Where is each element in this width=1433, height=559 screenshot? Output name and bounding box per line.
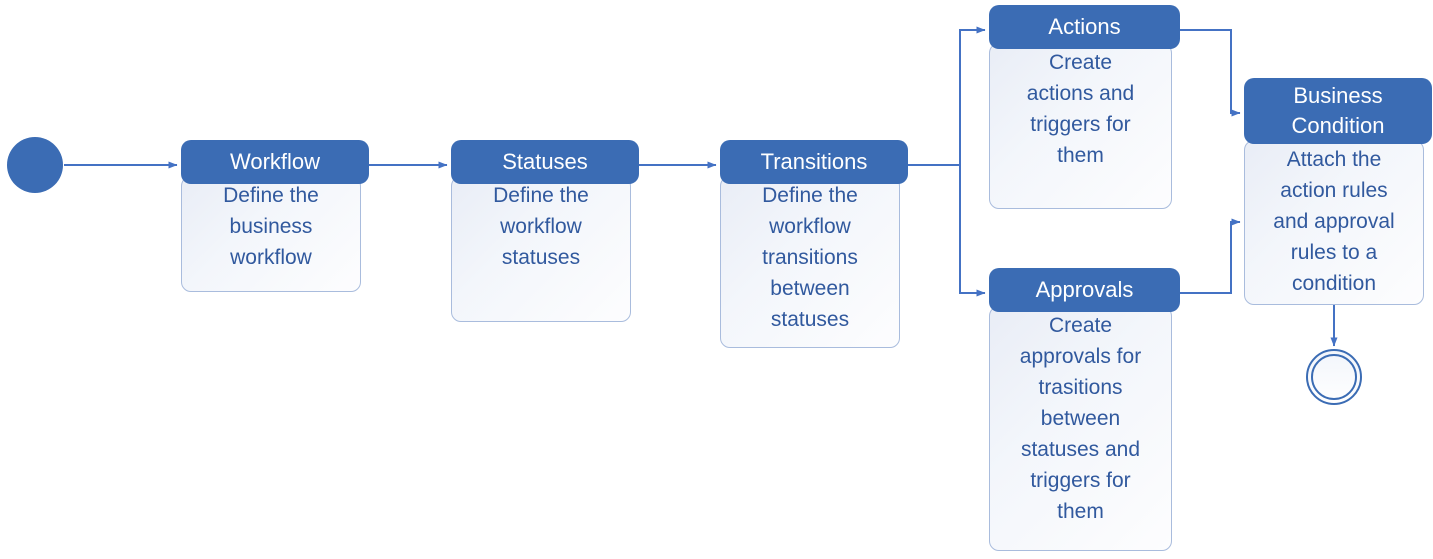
- node-transitions[interactable]: Define the workflow transitions between …: [720, 140, 908, 348]
- edge-actions-to-business-condition: [1172, 29, 1241, 117]
- start-node: [7, 137, 63, 193]
- node-actions-title: Actions: [1048, 14, 1121, 39]
- node-transitions-body: Define the workflow transitions between …: [720, 176, 900, 348]
- node-statuses-title: Statuses: [502, 149, 588, 174]
- node-actions-description: Create actions and triggers for them: [1026, 51, 1135, 167]
- node-workflow[interactable]: Define the business workflow Workflow: [181, 140, 369, 292]
- node-transitions-title: Transitions: [760, 149, 868, 174]
- edge-transitions-to-approvals: [959, 165, 986, 297]
- node-actions[interactable]: Create actions and triggers for them Act…: [989, 5, 1180, 209]
- node-approvals-body: Create approvals for trasitions between …: [989, 306, 1172, 551]
- node-business-condition-body: Attach the action rules and approval rul…: [1244, 140, 1424, 305]
- edge-approvals-to-business-condition: [1172, 218, 1241, 294]
- node-statuses-description: Define the workflow statuses: [493, 184, 589, 269]
- node-statuses-header[interactable]: Statuses: [451, 140, 639, 184]
- node-business-condition-description: Attach the action rules and approval rul…: [1273, 148, 1395, 295]
- node-workflow-title: Workflow: [229, 149, 321, 174]
- node-transitions-description: Define the workflow transitions between …: [762, 184, 858, 331]
- edge-transitions-to-actions: [959, 26, 986, 165]
- node-business-condition-header[interactable]: Business Condition: [1244, 78, 1432, 144]
- node-approvals-title: Approvals: [1035, 277, 1134, 302]
- end-node-rings: [1306, 349, 1362, 405]
- node-actions-header[interactable]: Actions: [989, 5, 1180, 49]
- node-statuses[interactable]: Define the workflow statuses Statuses: [451, 140, 639, 322]
- node-business-condition-title: Business Condition: [1291, 83, 1385, 138]
- node-workflow-body: Define the business workflow: [181, 176, 361, 292]
- node-actions-body: Create actions and triggers for them: [989, 43, 1172, 209]
- node-approvals-description: Create approvals for trasitions between …: [1019, 314, 1142, 523]
- node-approvals[interactable]: Create approvals for trasitions between …: [989, 268, 1180, 551]
- node-statuses-body: Define the workflow statuses: [451, 176, 631, 322]
- node-approvals-header[interactable]: Approvals: [989, 268, 1180, 312]
- node-workflow-description: Define the business workflow: [223, 184, 319, 269]
- node-transitions-header[interactable]: Transitions: [720, 140, 908, 184]
- node-business-condition[interactable]: Attach the action rules and approval rul…: [1244, 78, 1432, 305]
- node-workflow-header[interactable]: Workflow: [181, 140, 369, 184]
